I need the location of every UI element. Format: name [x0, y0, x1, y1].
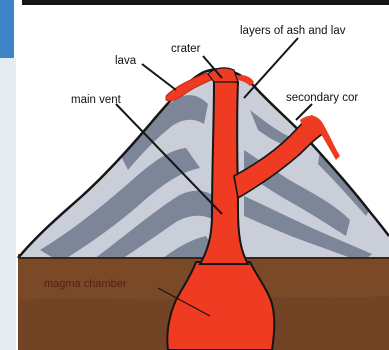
top-border — [22, 0, 389, 5]
crater — [208, 68, 238, 82]
lava-label: lava — [115, 55, 137, 67]
layers-label: layers of ash and lav — [240, 25, 346, 37]
magma-chamber-label: magma chamber — [44, 278, 127, 290]
crater-label: crater — [171, 43, 201, 55]
side-panel-blue — [0, 0, 14, 58]
main-vent-label: main vent — [71, 94, 122, 106]
secondary-cone-label: secondary cor — [286, 92, 358, 104]
side-panel-grey — [0, 58, 16, 350]
